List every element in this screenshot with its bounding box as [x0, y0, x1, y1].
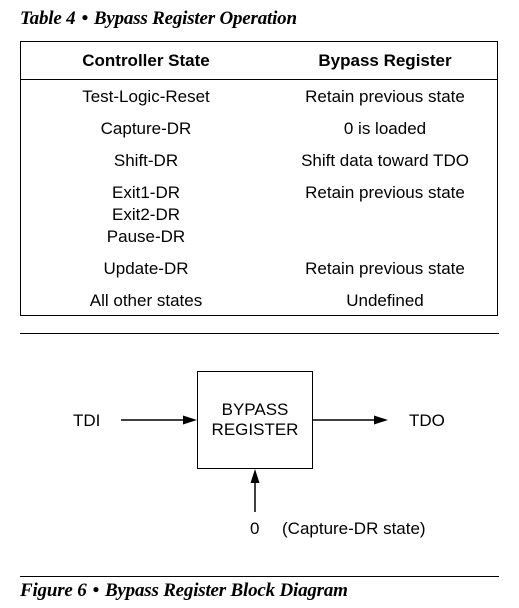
tdi-arrowhead-icon: [183, 415, 197, 425]
diagram-arrows: [121, 415, 388, 512]
caption-divider: [20, 576, 499, 577]
capture-dr-note: (Capture-DR state): [282, 519, 426, 538]
load-arrowhead-icon: [250, 469, 260, 483]
header-controller-state: Controller State: [82, 51, 210, 70]
table-header: Controller State Bypass Register: [21, 42, 497, 80]
tdi-label: TDI: [73, 411, 101, 430]
bypass-register-block: BYPASS REGISTER: [197, 371, 313, 469]
bypass-cell: Retain previous state: [305, 183, 465, 202]
bypass-cell: Retain previous state: [305, 259, 465, 278]
figure-caption-title: Bypass Register Block Diagram: [104, 580, 348, 601]
bypass-cell: 0 is loaded: [343, 119, 427, 138]
figure-caption-separator: •: [92, 580, 100, 601]
state-cell: Capture-DR: [100, 119, 192, 138]
state-cell: Shift-DR: [113, 151, 179, 170]
load-value-label: 0: [250, 519, 260, 538]
section-divider: [20, 333, 499, 334]
bypass-cell: Retain previous state: [305, 87, 465, 106]
tdo-label: TDO: [409, 411, 445, 430]
figure-caption-number: Figure 6: [20, 580, 87, 601]
state-cell: Exit1-DR Exit2-DR Pause-DR: [106, 183, 186, 246]
header-bypass-register: Bypass Register: [318, 51, 452, 70]
table-caption: Table 4•Bypass Register Operation: [20, 8, 297, 30]
table-caption-number: Table 4: [20, 8, 76, 29]
bypass-register-label: BYPASS REGISTER: [211, 400, 299, 439]
table-caption-separator: •: [81, 8, 88, 29]
table-caption-title: Bypass Register Operation: [93, 8, 297, 29]
figure-caption: Figure 6•Bypass Register Block Diagram: [20, 580, 348, 602]
bypass-cell: Undefined: [346, 291, 424, 310]
bypass-operation-table: Controller State Bypass Register Test-Lo…: [20, 41, 498, 316]
bypass-block-diagram: TDI BYPASS REGISTER TDO 0 (Capture-DR st…: [0, 340, 519, 570]
state-cell: Update-DR: [103, 259, 189, 278]
tdo-arrowhead-icon: [374, 415, 388, 425]
state-cell: Test-Logic-Reset: [82, 87, 210, 106]
state-cell: All other states: [89, 291, 203, 310]
bypass-cell: Shift data toward TDO: [301, 151, 469, 170]
